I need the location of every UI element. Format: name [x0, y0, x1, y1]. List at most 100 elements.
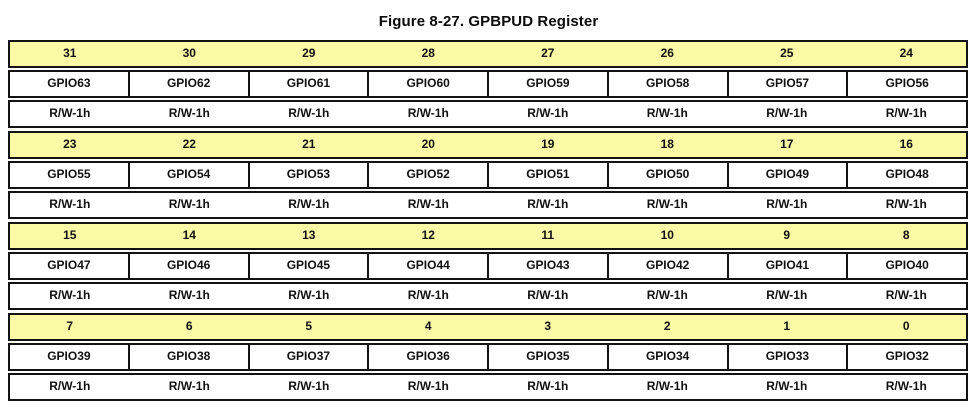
bit-number-cell: 9	[783, 228, 791, 242]
access-type-cell: R/W-1h	[885, 288, 927, 302]
field-name-cell: GPIO56	[885, 76, 929, 90]
access-type-cell: R/W-1h	[407, 288, 449, 302]
access-row: R/W-1h R/W-1h R/W-1h R/W-1h R/W-1h R/W-1h R/W-…	[8, 282, 968, 310]
field-name-cell: GPIO51	[489, 163, 609, 187]
field-name-cell: GPIO53	[250, 163, 370, 187]
access-type-cell: R/W-1h	[168, 288, 210, 302]
bit-number-cell: 14	[182, 228, 196, 242]
access-type-cell: R/W-1h	[885, 197, 927, 211]
bit-number-cell: 0	[902, 319, 910, 333]
access-type-cell: R/W-1h	[527, 288, 569, 302]
access-type-cell: R/W-1h	[288, 379, 330, 393]
bit-number-cell: 11	[541, 228, 555, 242]
field-name-cell: GPIO36	[369, 345, 489, 369]
bit-number-cell: 10	[660, 228, 674, 242]
field-name-cell: GPIO35	[489, 345, 609, 369]
field-name-cell: GPIO59	[489, 72, 609, 96]
field-name-cell: GPIO42	[609, 254, 729, 278]
bit-number-cell: 12	[421, 228, 435, 242]
access-type-cell: R/W-1h	[407, 379, 449, 393]
access-type-cell: R/W-1h	[288, 288, 330, 302]
field-name-cell: GPIO50	[609, 163, 729, 187]
access-type-cell: R/W-1h	[527, 197, 569, 211]
bit-number-cell: 5	[305, 319, 313, 333]
access-row: R/W-1h R/W-1h R/W-1h R/W-1h R/W-1h R/W-1h R/W-…	[8, 191, 968, 219]
bit-number-cell: 20	[421, 137, 435, 151]
bit-number-cell: 16	[899, 137, 913, 151]
field-name-cell: GPIO57	[729, 72, 849, 96]
bit-number-cell: 29	[302, 46, 316, 60]
access-row: R/W-1h R/W-1h R/W-1h R/W-1h R/W-1h R/W-1h R/W-…	[8, 373, 968, 401]
field-name-cell: GPIO33	[729, 345, 849, 369]
access-type-cell: R/W-1h	[168, 106, 210, 120]
access-type-cell: R/W-1h	[527, 106, 569, 120]
access-type-cell: R/W-1h	[766, 106, 808, 120]
figure-title: Figure 8-27. GPBPUD Register	[378, 13, 599, 30]
field-name-cell: GPIO62	[130, 72, 250, 96]
bit-number-cell: 23	[63, 137, 77, 151]
bit-number-cell: 15	[63, 228, 77, 242]
field-name-cell: GPIO46	[130, 254, 250, 278]
field-name-cell: GPIO54	[130, 163, 250, 187]
bit-number-cell: 24	[899, 46, 913, 60]
access-type-cell: R/W-1h	[766, 288, 808, 302]
field-name-cell: GPIO61	[250, 72, 370, 96]
bit-number-cell: 21	[302, 137, 316, 151]
access-type-cell: R/W-1h	[646, 288, 688, 302]
access-type-cell: R/W-1h	[766, 197, 808, 211]
bit-number-cell: 27	[541, 46, 555, 60]
access-type-cell: R/W-1h	[168, 197, 210, 211]
field-name-cell: GPIO43	[489, 254, 609, 278]
access-type-cell: R/W-1h	[646, 379, 688, 393]
field-name-cell: GPIO63	[10, 72, 130, 96]
access-type-cell: R/W-1h	[646, 106, 688, 120]
access-type-cell: R/W-1h	[407, 106, 449, 120]
bit-number-cell: 17	[780, 137, 794, 151]
access-type-cell: R/W-1h	[288, 106, 330, 120]
access-type-cell: R/W-1h	[407, 197, 449, 211]
access-type-cell: R/W-1h	[766, 379, 808, 393]
access-type-cell: R/W-1h	[49, 106, 91, 120]
access-type-cell: R/W-1h	[288, 197, 330, 211]
bit-number-cell: 6	[185, 319, 193, 333]
field-name-cell: GPIO38	[130, 345, 250, 369]
access-type-cell: R/W-1h	[49, 379, 91, 393]
bit-number-cell: 1	[783, 319, 791, 333]
field-name-cell: GPIO48	[885, 167, 929, 181]
field-name-cell: GPIO60	[369, 72, 489, 96]
field-name-cell: GPIO52	[369, 163, 489, 187]
access-type-cell: R/W-1h	[168, 379, 210, 393]
field-name-cell: GPIO44	[369, 254, 489, 278]
field-name-cell: GPIO45	[250, 254, 370, 278]
bit-number-cell: 3	[544, 319, 552, 333]
bit-number-cell: 30	[182, 46, 196, 60]
access-type-cell: R/W-1h	[49, 197, 91, 211]
bit-number-cell: 25	[780, 46, 794, 60]
field-name-cell: GPIO34	[609, 345, 729, 369]
field-name-cell: GPIO37	[250, 345, 370, 369]
access-row: R/W-1h R/W-1h R/W-1h R/W-1h R/W-1h R/W-1h R/W-…	[8, 100, 968, 128]
access-type-cell: R/W-1h	[885, 106, 927, 120]
bit-number-cell: 31	[63, 46, 77, 60]
bit-number-cell: 18	[660, 137, 674, 151]
access-type-cell: R/W-1h	[527, 379, 569, 393]
access-type-cell: R/W-1h	[49, 288, 91, 302]
bit-number-cell: 26	[660, 46, 674, 60]
bits-row: 31 30 29 28 27 26 25 24	[8, 40, 968, 68]
field-name-cell: GPIO55	[10, 163, 130, 187]
field-name-cell: GPIO32	[885, 349, 929, 363]
access-type-cell: R/W-1h	[885, 379, 927, 393]
field-name-cell: GPIO41	[729, 254, 849, 278]
bit-number-cell: 13	[302, 228, 316, 242]
field-name-cell: GPIO49	[729, 163, 849, 187]
bit-number-cell: 28	[421, 46, 435, 60]
